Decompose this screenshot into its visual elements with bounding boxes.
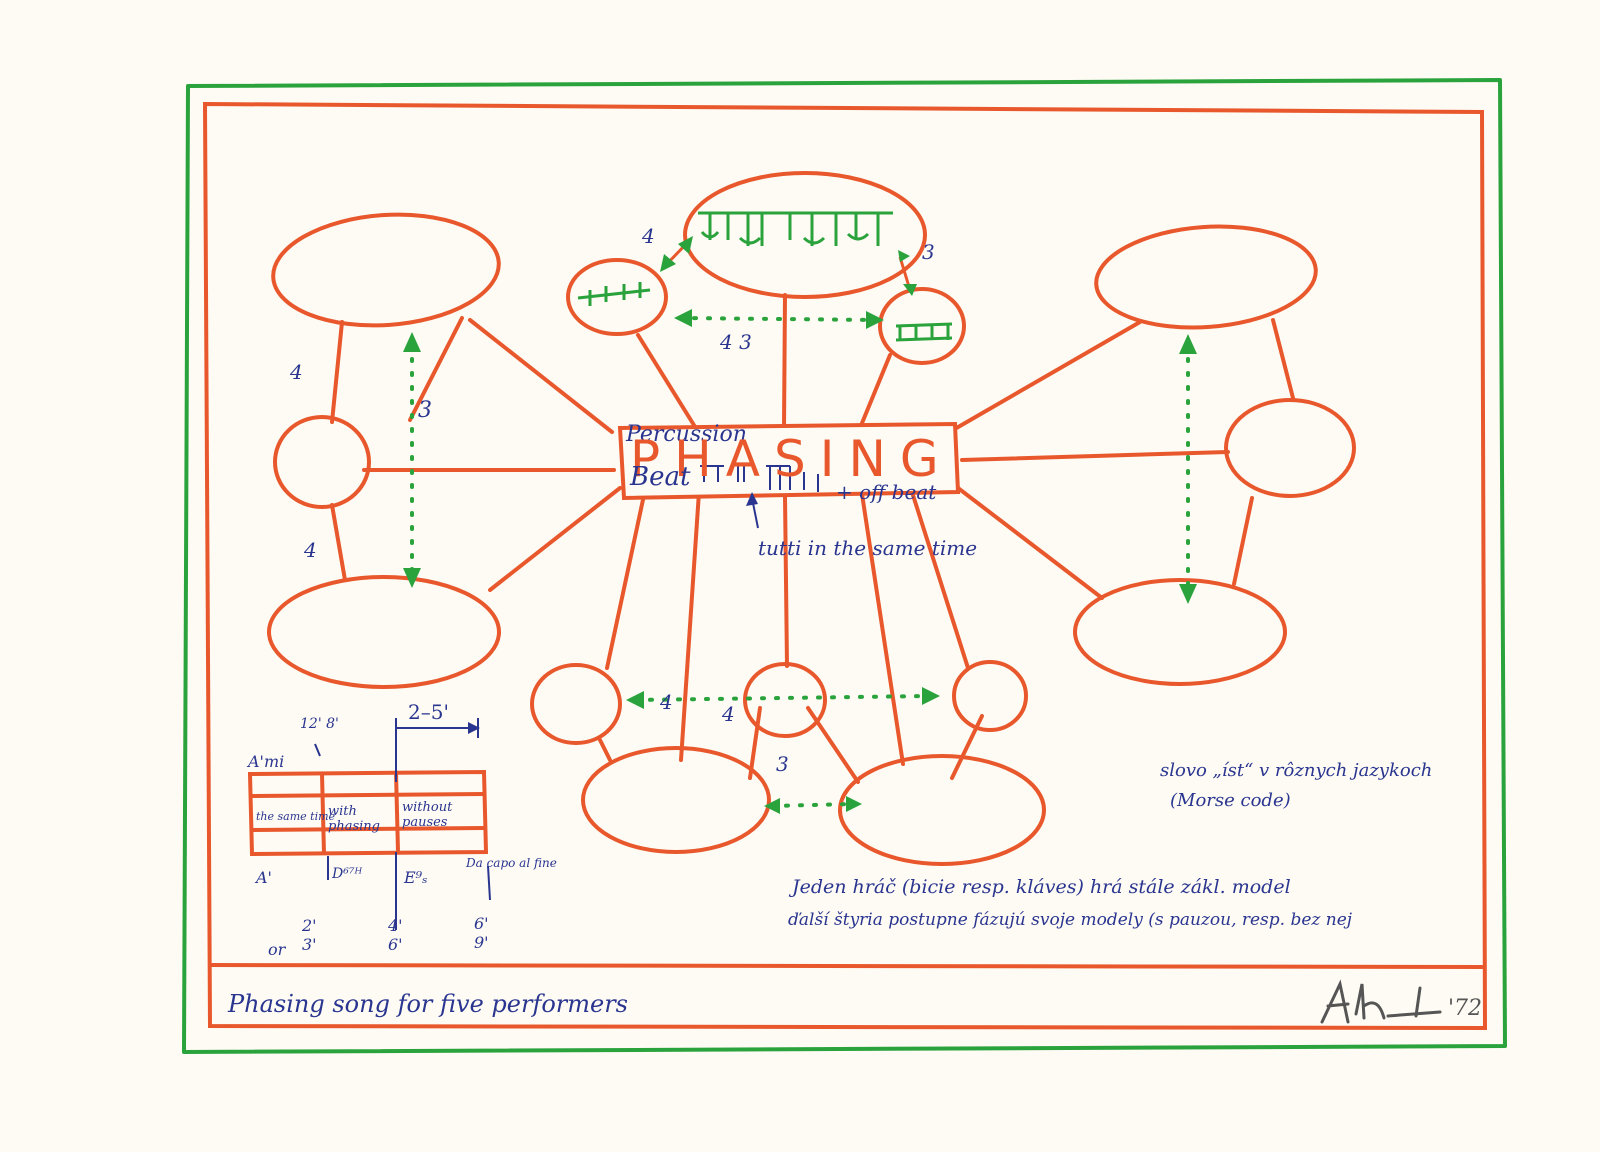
- music-notation-top: [577, 211, 953, 342]
- morse-note-line1: slovo „íst“ v rôznych jazykoch: [1160, 760, 1433, 781]
- schedule-times-col3: 6' 9': [474, 914, 489, 952]
- node-bottom-left-large: [581, 746, 771, 854]
- label-left-center: 3: [418, 398, 432, 423]
- schedule-arrow-head: [468, 722, 480, 734]
- outer-green-frame: [182, 78, 1507, 1054]
- schedule-cell-1: the same time: [256, 810, 336, 823]
- instruction-line1: Jeden hráč (bicie resp. kláves) hrá stál…: [792, 876, 1291, 898]
- node-left-bottom: [267, 575, 501, 689]
- inner-orange-frame: [202, 101, 1488, 1031]
- schedule-table: [247, 769, 489, 857]
- node-bottom-right-small: [952, 660, 1028, 732]
- label-bottom-left: 4: [660, 690, 673, 714]
- signature: [1320, 979, 1442, 1024]
- node-right-bottom: [1073, 578, 1287, 686]
- label-left-upper: 4: [290, 360, 303, 384]
- arrow-heads: [403, 236, 1197, 814]
- node-left-top: [271, 212, 501, 328]
- footer-year: '72: [1448, 996, 1483, 1021]
- node-right-top: [1094, 224, 1318, 330]
- label-top-left: 4: [642, 224, 655, 248]
- schedule-time-top: 12' 8': [300, 716, 339, 732]
- off-beat-label: + off beat: [836, 480, 937, 504]
- beat-label: Beat: [630, 462, 691, 492]
- label-top-bottom: 4 3: [720, 330, 752, 354]
- node-top-center: [683, 171, 927, 299]
- schedule-alt-label: or: [268, 940, 286, 959]
- connection-lines: [330, 293, 1295, 784]
- tutti-label: tutti in the same time: [758, 536, 978, 560]
- performer-nodes: [267, 171, 1356, 866]
- footer-title: Phasing song for five performers: [228, 990, 628, 1018]
- instruction-line2: ďalší štyria postupne fázujú svoje model…: [788, 910, 1353, 930]
- schedule-below-4: Da capo al fine: [466, 856, 557, 870]
- schedule-below-3: E⁹ₛ: [404, 868, 428, 887]
- schedule-below-2: D⁶⁷ᴴ: [332, 866, 363, 882]
- node-bottom-right-large: [838, 754, 1046, 866]
- phase-arrows: [410, 316, 1190, 808]
- schedule-duration: 2–5': [408, 700, 449, 724]
- node-bottom-left-small: [530, 663, 622, 745]
- morse-note-line2: (Morse code): [1170, 790, 1291, 811]
- schedule-times-col1: 2' 3': [302, 916, 317, 954]
- node-right-mid: [1224, 398, 1356, 498]
- label-top-right: 3: [922, 240, 935, 264]
- schedule-top-label: A'mi: [248, 752, 285, 771]
- schedule-below-1: A': [256, 868, 272, 887]
- node-left-mid: [273, 415, 371, 509]
- phasing-title: PHASING: [630, 430, 953, 488]
- node-bottom-mid-small: [743, 662, 827, 738]
- label-bottom-mid: 4: [722, 702, 735, 726]
- schedule-cell-2: with phasing: [328, 804, 380, 834]
- label-left-lower: 4: [304, 538, 317, 562]
- footer-divider: [209, 963, 1485, 969]
- node-top-left: [566, 258, 668, 336]
- schedule-times-col2: 4' 6': [388, 916, 403, 954]
- schedule-cell-3: without pauses: [402, 800, 453, 830]
- node-top-right: [878, 287, 966, 365]
- percussion-label: Percussion: [626, 422, 747, 447]
- label-bottom-low: 3: [776, 752, 789, 776]
- beat-notation: [700, 463, 819, 529]
